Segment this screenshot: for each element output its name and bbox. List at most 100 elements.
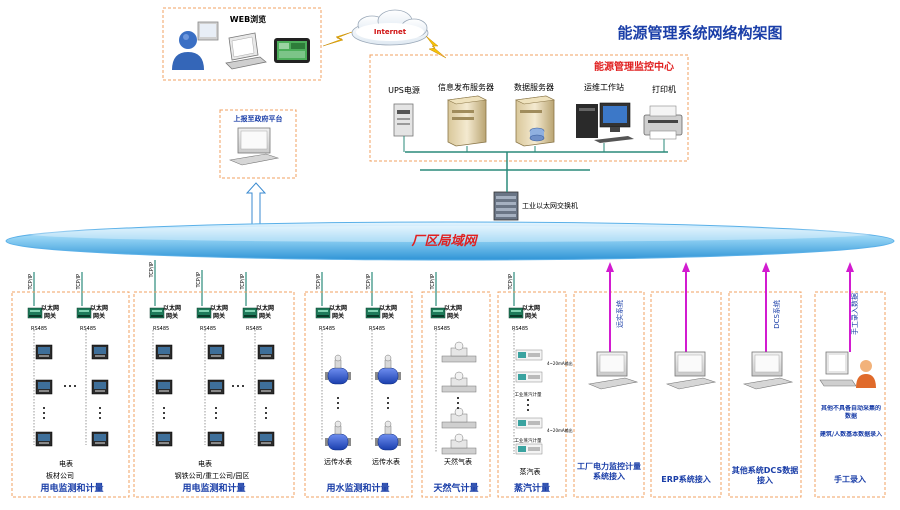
data-server-icon: [514, 95, 556, 147]
rs485-label: RS485: [512, 326, 528, 332]
monitor-center-box: [369, 54, 689, 162]
power-meter-icon: [257, 344, 275, 360]
section-title-power-1: 用电监测和计量: [39, 482, 103, 494]
water-meter-icon: [375, 354, 401, 385]
meter-label-water-1: 远传水表: [324, 457, 352, 466]
power-meter-icon: [257, 431, 275, 447]
gas-meter-icon: [441, 371, 477, 393]
data-upload-arrow-icon: [846, 262, 854, 352]
gateway-label: 以太网: [379, 304, 397, 312]
data-upload-arrow-icon: [606, 262, 614, 352]
company-label-power-2: 钢铁公司/重工公司/园区: [175, 471, 250, 480]
lightning-right-icon: [425, 35, 447, 59]
workstation-icon: [576, 102, 634, 143]
power-meter-icon: [207, 379, 225, 395]
section-box-gas: [421, 291, 491, 498]
switch-label: 工业以太网交换机: [522, 201, 578, 210]
gov-computer-icon: [228, 127, 280, 166]
power-meter-icon: [91, 344, 109, 360]
ext-vertical-dcs: DCS系统: [772, 300, 781, 329]
tcp-label: TCP/IP: [76, 274, 82, 290]
power-meter-icon: [207, 344, 225, 360]
web-browse-label: WEB浏览: [230, 14, 266, 24]
tcp-label: TCP/IP: [196, 272, 202, 288]
tcp-label: TCP/IP: [149, 262, 155, 278]
meter-label-steam: 蒸汽表: [520, 467, 541, 476]
rs485-label: RS485: [31, 326, 47, 332]
steam-sublabel-2: 工业蒸汽计量: [515, 437, 542, 444]
tcp-label: TCP/IP: [430, 274, 436, 290]
desktop-computer-icon: [742, 351, 794, 390]
continuation-dots: [99, 407, 101, 419]
gateway-label: 网关: [166, 312, 178, 320]
section-title-gas: 天然气计量: [433, 482, 478, 494]
tcp-label: TCP/IP: [316, 274, 322, 290]
manual-note-2: 建筑/人数基本数据录入: [819, 431, 883, 438]
ext-title-erp: ERP系统接入: [661, 474, 711, 484]
printer-icon: [643, 105, 683, 140]
steam-port-1: 4~20mA输出: [547, 360, 573, 366]
gas-meter-icon: [441, 341, 477, 363]
water-meter-icon: [325, 420, 351, 451]
ext-vertical-power: 远实系统: [615, 300, 624, 328]
rs485-label: RS485: [319, 326, 335, 332]
meter-label-gas: 天然气表: [444, 457, 472, 466]
ext-title-manual: 手工录入: [834, 474, 866, 484]
gateway-label: 网关: [525, 312, 537, 320]
data-upload-arrow-icon: [682, 262, 690, 352]
gateway-label: 网关: [93, 312, 105, 320]
continuation-dots: [387, 397, 389, 409]
meter-label-power-1: 电表: [59, 459, 73, 468]
device-label-info-server: 信息发布服务器: [438, 82, 494, 92]
operator-person-icon: [856, 360, 876, 388]
continuation-dots: [215, 407, 217, 419]
data-upload-arrow-icon: [762, 262, 770, 352]
company-label-power-1: 板材公司: [46, 471, 74, 480]
steam-port-2: 4~20mA输出: [547, 427, 573, 433]
tcp-label: TCP/IP: [240, 274, 246, 290]
manual-input-laptop-icon: [819, 351, 857, 387]
gateway-label: 网关: [44, 312, 56, 320]
ethernet-switch-icon: [493, 191, 519, 221]
rs485-label: RS485: [369, 326, 385, 332]
meter-label-power-2: 电表: [198, 459, 212, 468]
continuation-dots: [232, 385, 244, 387]
gateway-label: 以太网: [163, 304, 181, 312]
device-label-data-server: 数据服务器: [514, 82, 554, 92]
device-label-workstation: 运维工作站: [584, 82, 624, 92]
gateway-label: 以太网: [329, 304, 347, 312]
power-meter-icon: [35, 344, 53, 360]
tcp-label: TCP/IP: [508, 274, 514, 290]
power-meter-icon: [91, 431, 109, 447]
steam-meter-icon: [515, 443, 543, 455]
power-meter-icon: [207, 431, 225, 447]
continuation-dots: [457, 397, 459, 409]
power-meter-icon: [257, 379, 275, 395]
gateway-label: 网关: [382, 312, 394, 320]
manual-note-1: 其他不具备自动采集的数据: [820, 405, 881, 420]
tcp-label: TCP/IP: [28, 274, 34, 290]
continuation-dots: [527, 399, 529, 411]
section-box-water: [304, 291, 413, 498]
rs485-label: RS485: [434, 326, 450, 332]
gateway-label: 以太网: [444, 304, 462, 312]
gateway-label: 网关: [332, 312, 344, 320]
continuation-dots: [265, 407, 267, 419]
ext-vertical-manual: 手工录入数据: [850, 293, 859, 335]
rs485-label: RS485: [80, 326, 96, 332]
internet-label: Internet: [374, 28, 407, 36]
continuation-dots: [337, 397, 339, 409]
water-meter-icon: [325, 354, 351, 385]
steam-meter-icon: [515, 417, 543, 429]
power-meter-icon: [35, 431, 53, 447]
water-meter-icon: [375, 420, 401, 451]
gas-meter-icon: [441, 407, 477, 429]
section-box-power-2: [133, 291, 295, 498]
gateway-label: 以太网: [41, 304, 59, 312]
